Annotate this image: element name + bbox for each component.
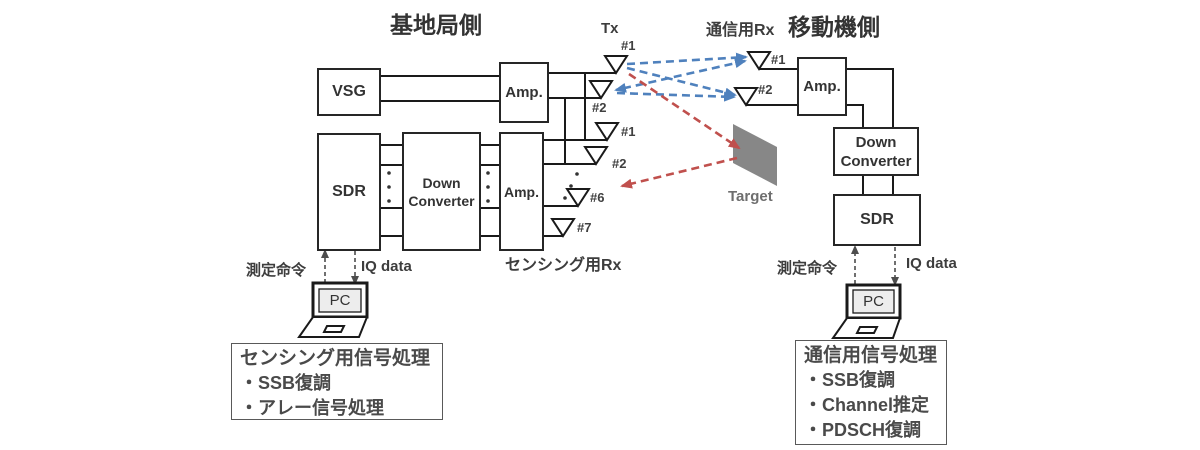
- sensing-processing-box: センシング用信号処理 ・SSB復調 ・アレー信号処理: [231, 343, 443, 420]
- sensing-antenna-2-icon: [583, 146, 609, 166]
- comm-antenna-1-icon: [746, 51, 772, 71]
- tx-antenna-2-icon: [588, 80, 614, 100]
- base-station-title: 基地局側: [390, 12, 482, 38]
- sensing-processing-title: センシング用信号処理: [240, 348, 431, 369]
- mobile-sdr-box: SDR: [833, 194, 921, 246]
- tx-antenna-1-label: #1: [621, 38, 636, 53]
- mobile-down-converter-box: Down Converter: [833, 127, 919, 176]
- sensing-path-arrows: [620, 72, 741, 189]
- sensing-antenna-6-label: #6: [590, 190, 605, 205]
- comm-processing-item: ・SSB復調: [804, 370, 896, 390]
- vsg-box: VSG: [317, 68, 381, 116]
- signal-wires: [377, 68, 894, 237]
- pc-label-right: PC: [863, 293, 884, 310]
- comm-path-arrows: [614, 52, 748, 102]
- sensing-antenna-2-label: #2: [612, 156, 627, 171]
- measure-command-label-right: 測定命令: [777, 260, 838, 277]
- sensing-antenna-6-icon: [565, 188, 591, 208]
- channel-ellipsis-dots: [387, 171, 579, 203]
- comm-processing-box: 通信用信号処理 ・SSB復調 ・Channel推定 ・PDSCH復調: [795, 340, 947, 445]
- iq-data-label-left: IQ data: [361, 258, 412, 275]
- target-icon: [733, 124, 777, 186]
- tx-antenna-2-label: #2: [592, 100, 607, 115]
- comm-antenna-2-icon: [733, 87, 759, 107]
- pc-label-left: PC: [329, 292, 351, 309]
- laptop-left-icon: [297, 281, 369, 338]
- comm-antenna-2-label: #2: [758, 82, 773, 97]
- mobile-amp-box: Amp.: [797, 57, 847, 116]
- tx-group-label: Tx: [601, 20, 619, 37]
- tx-amp-box: Amp.: [499, 62, 549, 123]
- sensing-processing-item: ・アレー信号処理: [240, 398, 384, 418]
- pc-control-arrows: [321, 245, 899, 286]
- comm-rx-group-label: 通信用Rx: [706, 22, 775, 39]
- comm-antenna-1-label: #1: [771, 52, 786, 67]
- sensing-rx-group-label: センシング用Rx: [505, 257, 622, 274]
- sdr-box-left: SDR: [317, 133, 381, 251]
- sensing-processing-item: ・SSB復調: [240, 373, 332, 393]
- sensing-antenna-7-label: #7: [577, 220, 592, 235]
- sensing-amp-box: Amp.: [499, 132, 544, 251]
- target-label: Target: [728, 188, 773, 205]
- sensing-antenna-1-label: #1: [621, 124, 636, 139]
- laptop-right-icon: [831, 283, 902, 339]
- sensing-antenna-1-icon: [594, 122, 620, 142]
- measure-command-label-left: 測定命令: [246, 262, 307, 279]
- tx-antenna-1-icon: [603, 55, 629, 75]
- sensing-antenna-7-icon: [550, 218, 576, 238]
- mobile-title: 移動機側: [788, 14, 880, 40]
- antenna-icons: [550, 51, 772, 238]
- comm-processing-item: ・Channel推定: [804, 395, 930, 415]
- comm-processing-title: 通信用信号処理: [804, 345, 938, 366]
- down-converter-box-left: Down Converter: [402, 132, 481, 251]
- comm-processing-item: ・PDSCH復調: [804, 420, 922, 440]
- iq-data-label-right: IQ data: [906, 255, 957, 272]
